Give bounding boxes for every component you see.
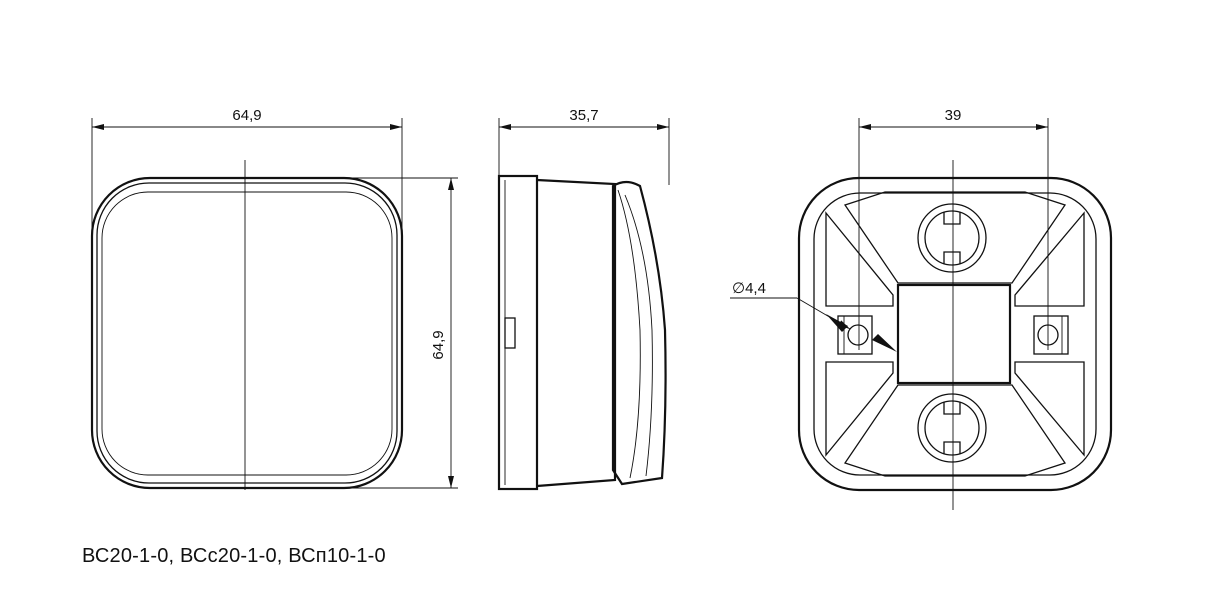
side-depth-label: 35,7 [569,107,598,124]
back-housing-outline [797,176,1113,492]
back-cable-entry-bottom [917,393,987,463]
back-mounting-hole-right [1033,315,1069,355]
side-view: 35,7 [497,107,670,491]
model-caption: ВС20-1-0, ВСс20-1-0, ВСп10-1-0 [82,545,386,567]
back-mounting-hole-left [837,315,873,355]
back-cable-entry-top [917,203,987,273]
back-view: 39 [730,107,1113,510]
front-key-outline [96,182,398,484]
side-housing-outline [536,178,617,488]
hole-diameter-label: ∅4,4 [732,280,766,297]
back-center-socket [896,283,1012,385]
front-width-label: 64,9 [232,107,261,124]
back-mount-distance-label: 39 [945,107,962,124]
front-height-label: 64,9 [430,330,447,359]
side-rocker-key [611,180,667,486]
side-base-plate [497,174,539,491]
front-housing-outline [90,176,404,490]
front-view: 64,9 64,9 [90,107,458,490]
